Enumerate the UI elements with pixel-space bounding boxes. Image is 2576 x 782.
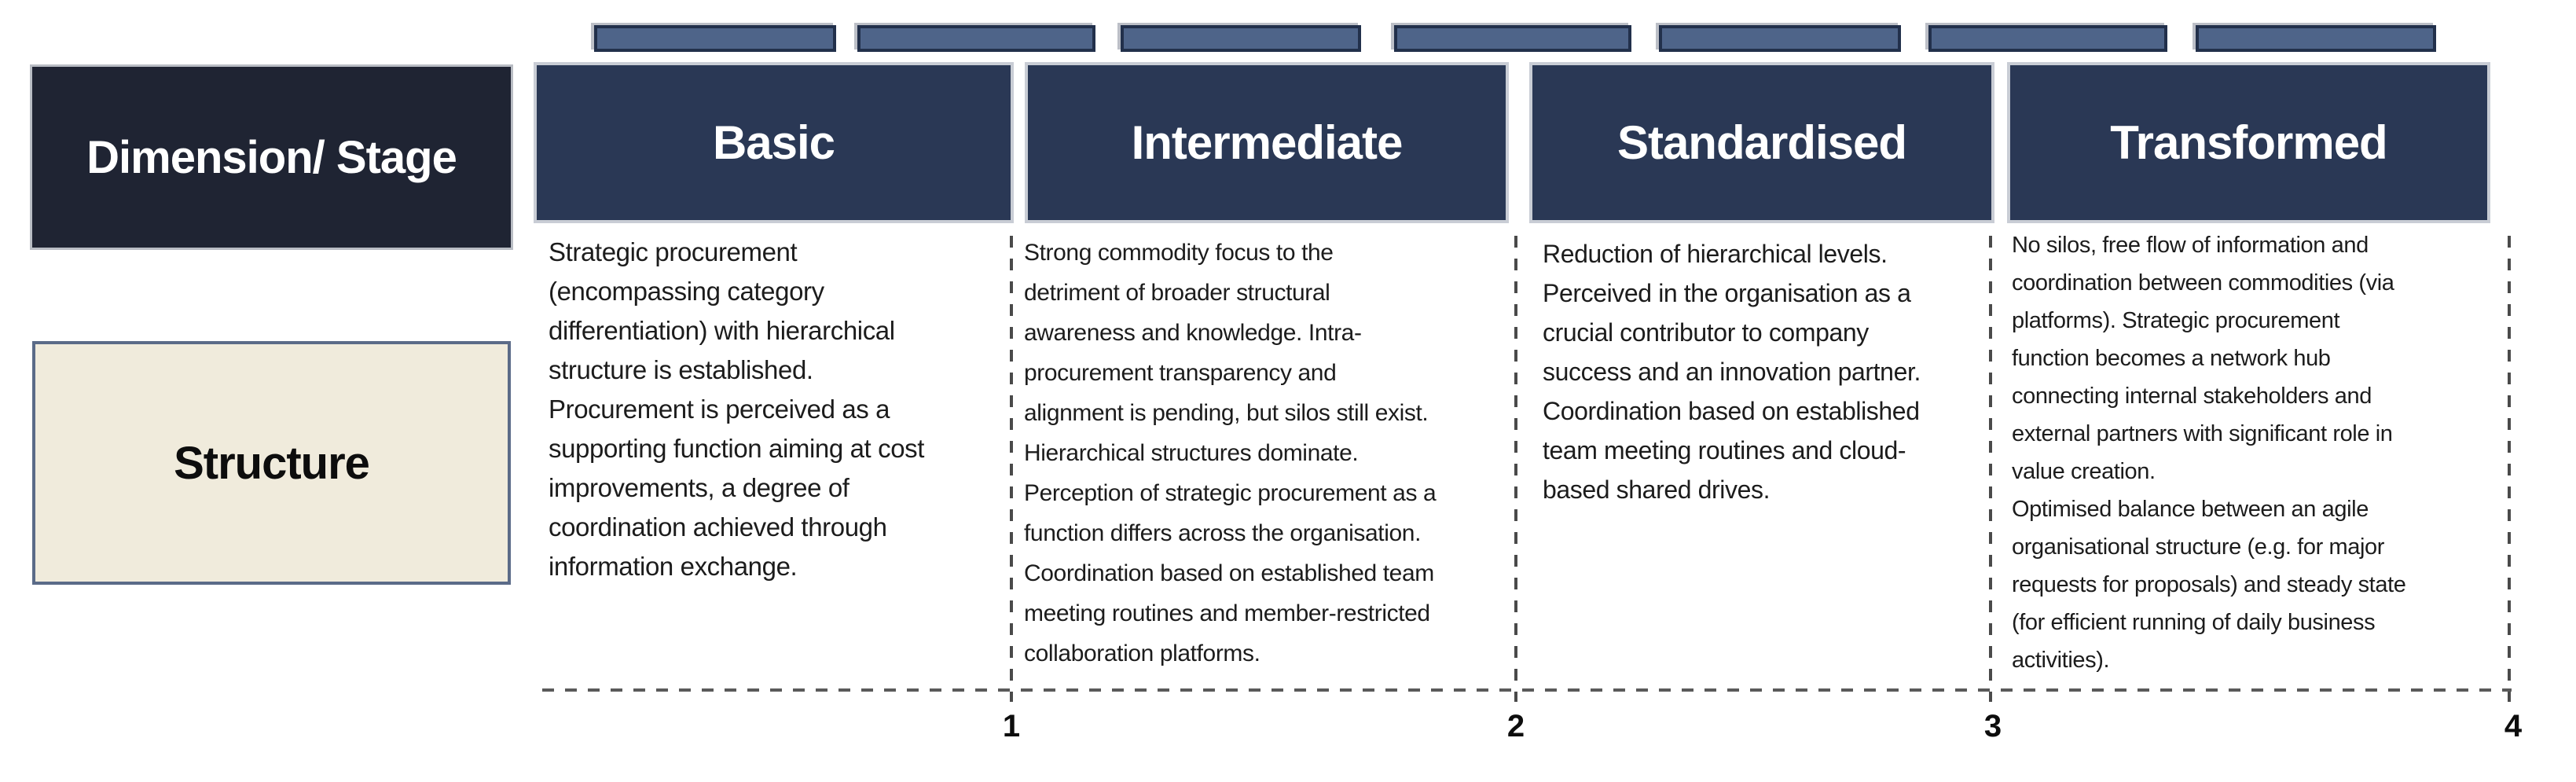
top-accent-bar (1928, 25, 2167, 52)
stage-label-standardised: Standardised (1616, 116, 1907, 169)
cell-structure-basic: Strategic procurement (encompassing cate… (549, 237, 925, 581)
cell-structure-transformed: No silos, free flow of information and c… (2012, 233, 2406, 673)
top-accent-bar (1121, 25, 1361, 52)
top-accent-bar (1659, 25, 1901, 52)
stage-header-standardised: Standardised (1532, 65, 1991, 220)
dashed-separator-4 (2508, 236, 2511, 702)
stage-header-intermediate: Intermediate (1028, 65, 1506, 220)
dimension-structure-label: Structure (174, 437, 370, 489)
scale-tick-1: 1 (1002, 709, 1021, 743)
cell-structure-intermediate: Strong commodity focus to the detriment … (1024, 240, 1437, 666)
scale-tick-2: 2 (1506, 709, 1525, 743)
dashed-separator-3 (1989, 236, 1992, 702)
dashed-separator-1 (1010, 236, 1013, 702)
stage-header-transformed: Transformed (2010, 65, 2487, 220)
corner-dimension-stage-label: Dimension/ Stage (86, 131, 457, 183)
scale-tick-3: 3 (1983, 709, 2002, 743)
top-accent-bar (857, 25, 1095, 52)
dashed-baseline (542, 688, 2512, 692)
stage-header-basic: Basic (537, 65, 1011, 220)
stage-label-intermediate: Intermediate (1131, 116, 1404, 169)
dashed-separator-2 (1514, 236, 1517, 702)
stage-label-basic: Basic (712, 116, 835, 169)
corner-dimension-stage-box: Dimension/ Stage (32, 67, 511, 248)
cell-structure-standardised: Reduction of hierarchical levels. Percei… (1543, 240, 1921, 504)
dimension-structure-box: Structure (32, 341, 511, 585)
top-accent-bar (2196, 25, 2436, 52)
top-accent-bar (594, 25, 836, 52)
top-accent-bar (1394, 25, 1631, 52)
stage-label-transformed: Transformed (2110, 116, 2387, 169)
scale-tick-4: 4 (2504, 709, 2523, 743)
